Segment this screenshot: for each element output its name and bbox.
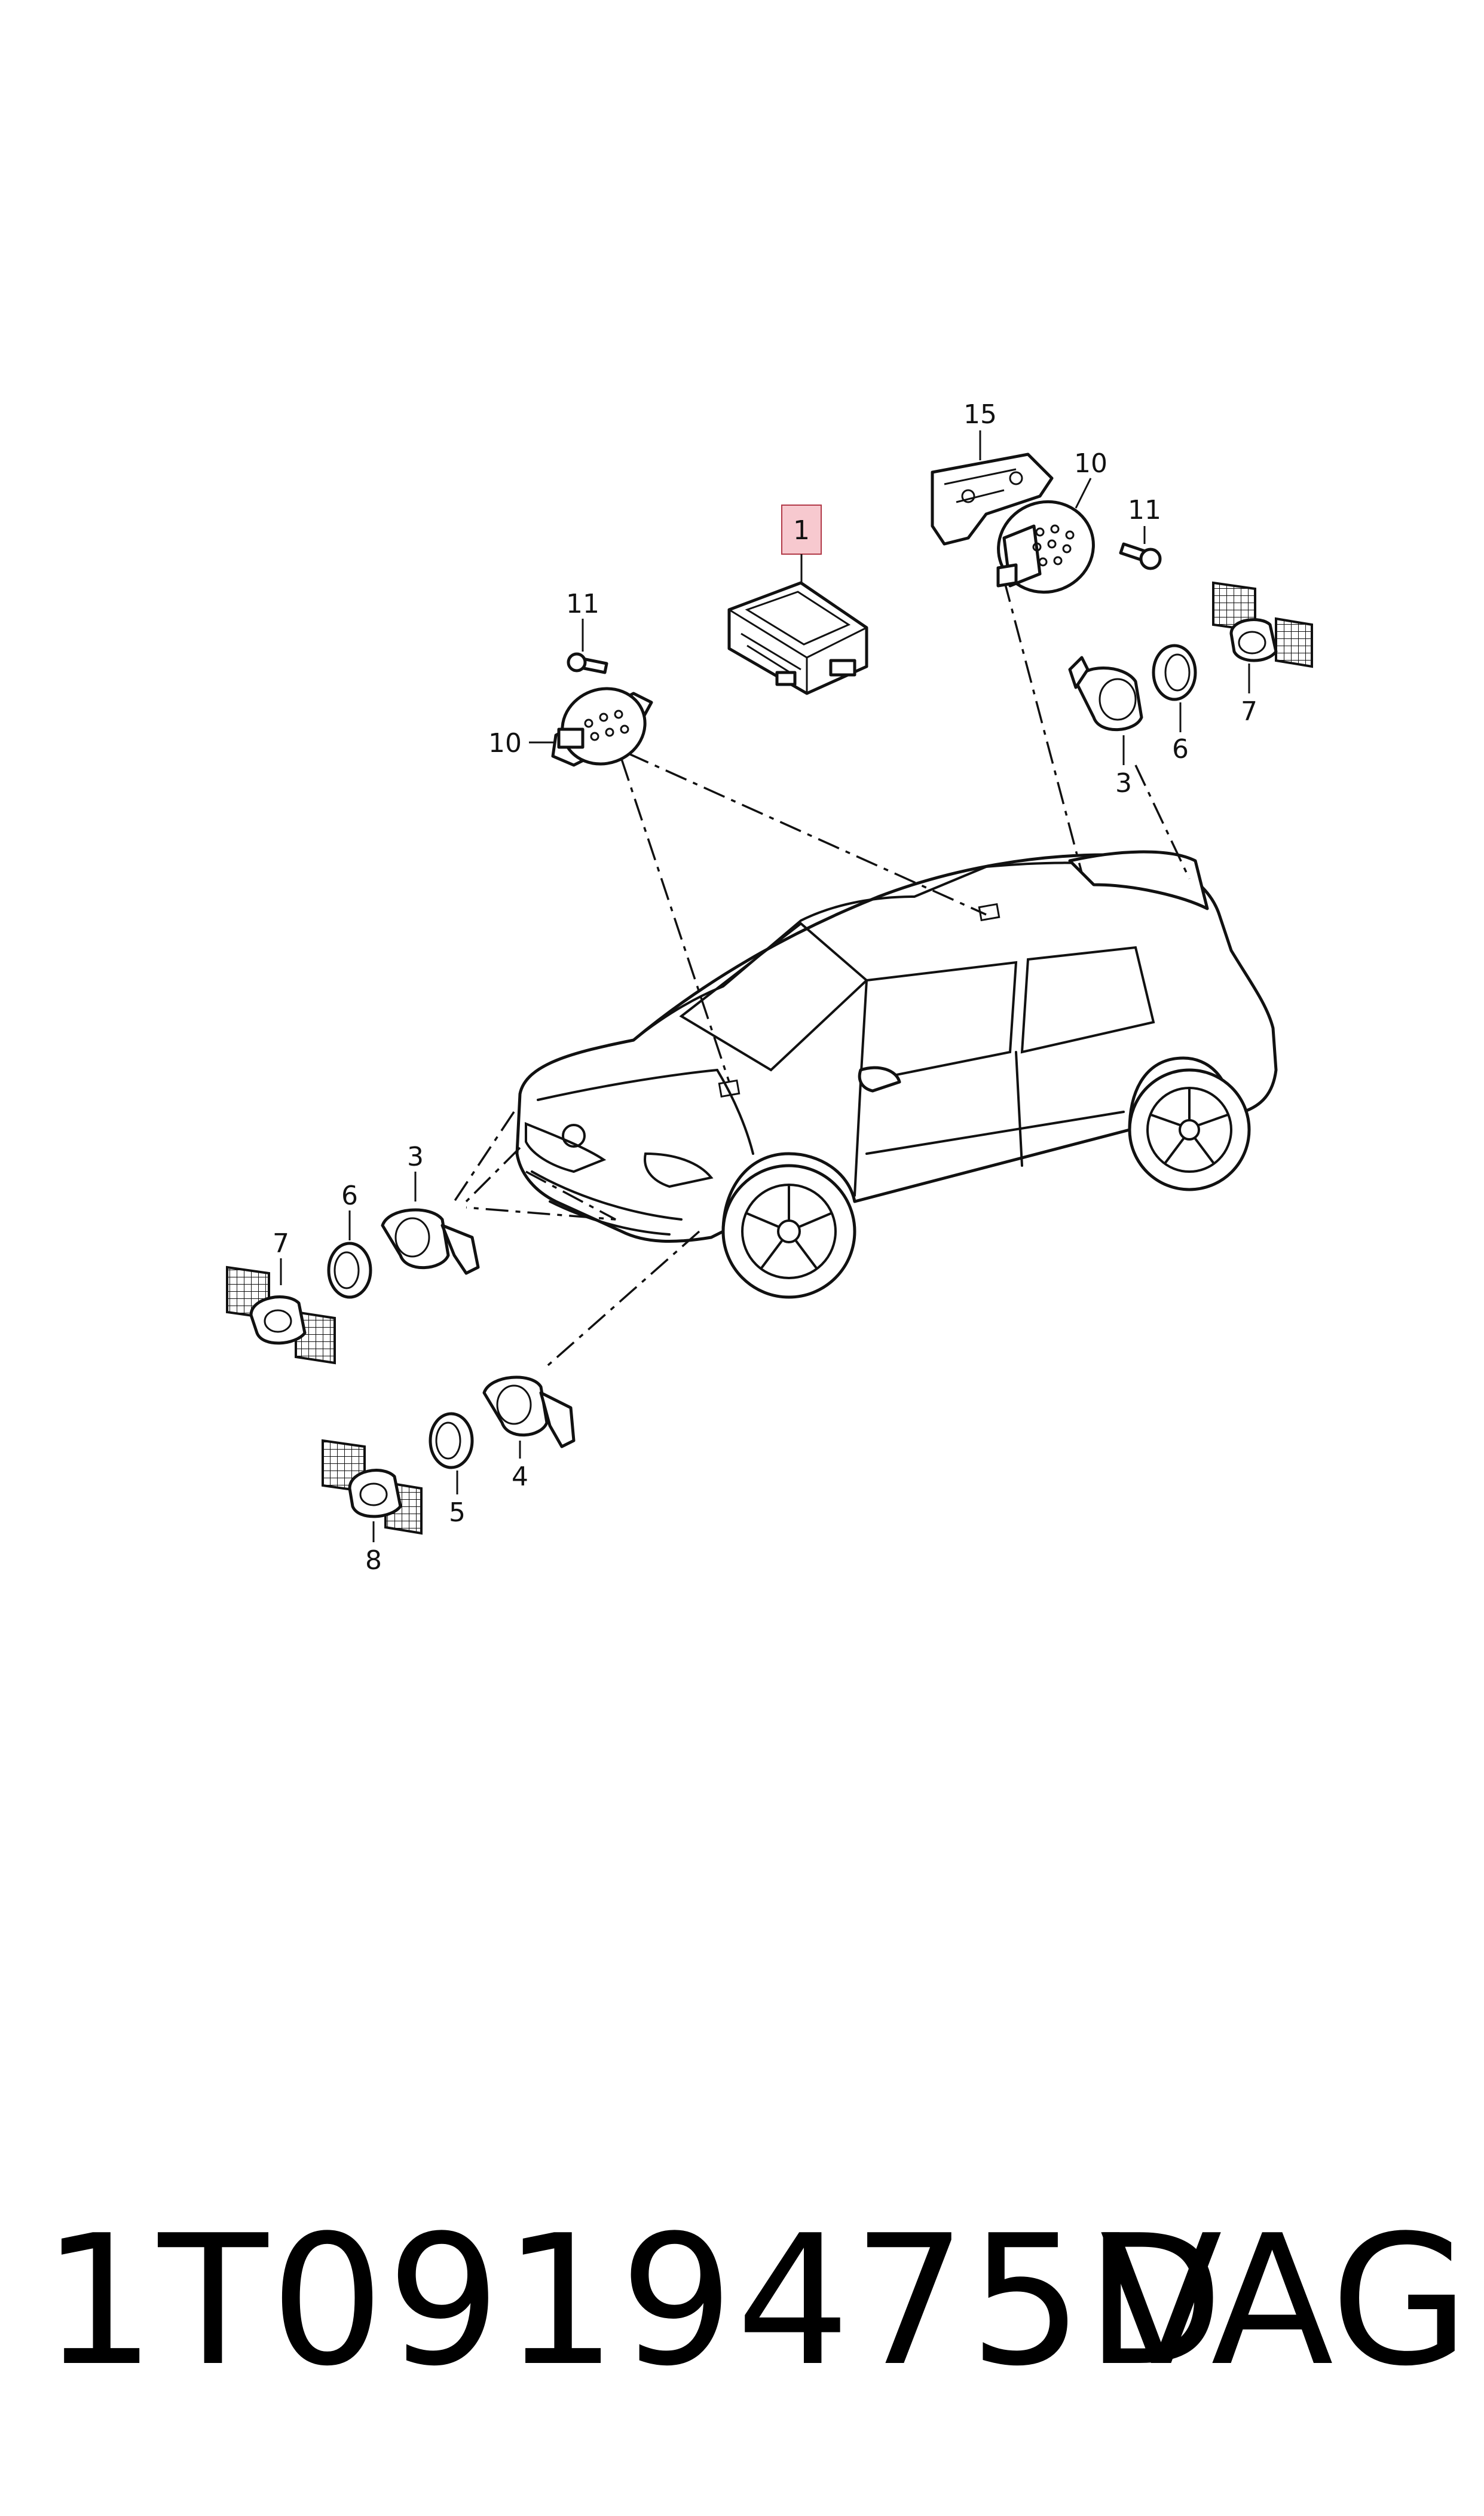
callout-10-right: 10 [1074, 448, 1107, 479]
sensor-ring-lower [429, 1412, 474, 1469]
sensor-holder-left [226, 1265, 336, 1365]
sensor-ring-right [1152, 644, 1197, 701]
callout-3-right: 3 [1115, 768, 1132, 799]
sensor-right [1068, 656, 1143, 732]
callout-7-right: 7 [1241, 696, 1257, 727]
callout-6-left: 6 [341, 1181, 358, 1211]
sensor-lower [482, 1375, 576, 1448]
callout-5: 5 [449, 1497, 466, 1528]
callout-6-right: 6 [1172, 734, 1189, 765]
callout-7-left: 7 [273, 1228, 289, 1259]
callout-11-left: 11 [566, 589, 599, 619]
footer: 1T0919475D VAG [0, 2176, 1484, 2427]
callout-10-left: 10 [488, 728, 522, 759]
buzzer-right [996, 500, 1095, 594]
callout-15: 15 [963, 399, 997, 430]
brand-name: VAG [1100, 2197, 1470, 2405]
callout-1-highlight [781, 505, 822, 555]
control-unit [727, 581, 868, 695]
sensor-holder-lower [322, 1439, 423, 1535]
screw-right [1119, 542, 1162, 570]
leader-lines [453, 579, 1191, 1370]
callout-4: 4 [512, 1462, 528, 1492]
sensor-holder-right [1212, 581, 1313, 668]
buzzer-left [551, 687, 653, 767]
callout-3-left: 3 [407, 1142, 424, 1172]
callout-8: 8 [365, 1545, 382, 1576]
car-illustration [515, 850, 1278, 1299]
sensor-ring-left [327, 1242, 372, 1299]
sensor-left [381, 1208, 480, 1275]
callout-1: 1 [793, 515, 810, 546]
part-number: 1T0919475D [42, 2197, 1226, 2405]
callout-11-right: 11 [1128, 495, 1161, 525]
bracket [931, 453, 1054, 546]
screw-left [567, 652, 608, 674]
